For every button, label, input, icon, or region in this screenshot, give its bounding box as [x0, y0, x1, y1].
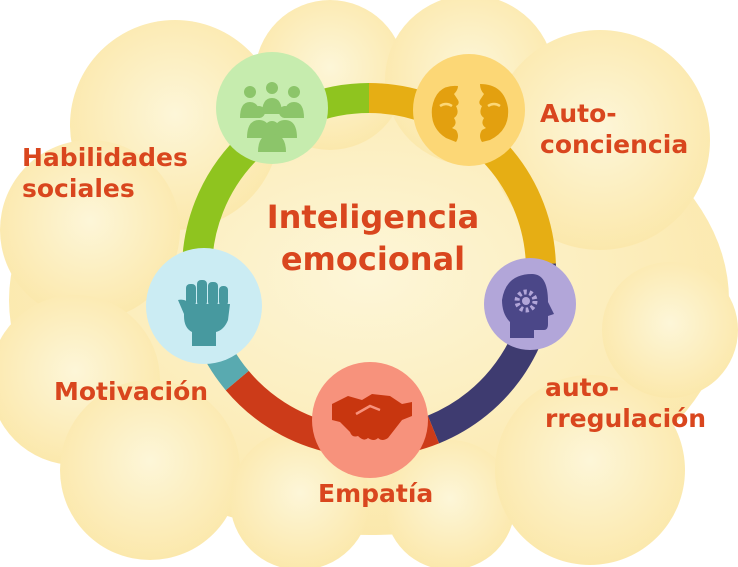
label-self-awareness: Auto- conciencia	[540, 98, 688, 160]
node-empathy	[312, 362, 428, 478]
label-social-line1: Habilidades	[22, 143, 188, 172]
raised-fist-icon	[178, 280, 230, 346]
node-self-awareness	[413, 54, 525, 166]
label-social: Habilidades sociales	[22, 142, 188, 204]
label-motivation-line1: Motivación	[54, 377, 209, 406]
handshake-icon	[332, 394, 412, 440]
node-motivation	[146, 248, 262, 364]
label-social-line2: sociales	[22, 174, 135, 203]
label-self-awareness-line1: Auto-	[540, 99, 617, 128]
two-faces-icon	[431, 84, 509, 142]
label-empathy-line1: Empatía	[318, 479, 434, 508]
label-self-awareness-line2: conciencia	[540, 130, 689, 159]
node-self-regulation	[484, 258, 576, 350]
node-self-awareness-circle	[413, 54, 525, 166]
label-empathy: Empatía	[318, 478, 433, 509]
label-self-regulation-line2: rregulación	[545, 404, 707, 433]
head-gear-icon	[502, 274, 554, 338]
center-title-line2: emocional	[280, 240, 466, 278]
label-self-regulation-line1: auto-	[545, 373, 620, 402]
center-title-line1: Inteligencia	[266, 198, 480, 236]
node-social	[216, 52, 328, 164]
group-people-icon	[240, 82, 304, 152]
label-motivation: Motivación	[54, 376, 208, 407]
label-self-regulation: auto- rregulación	[545, 372, 706, 434]
center-title: Inteligencia emocional	[238, 196, 508, 280]
